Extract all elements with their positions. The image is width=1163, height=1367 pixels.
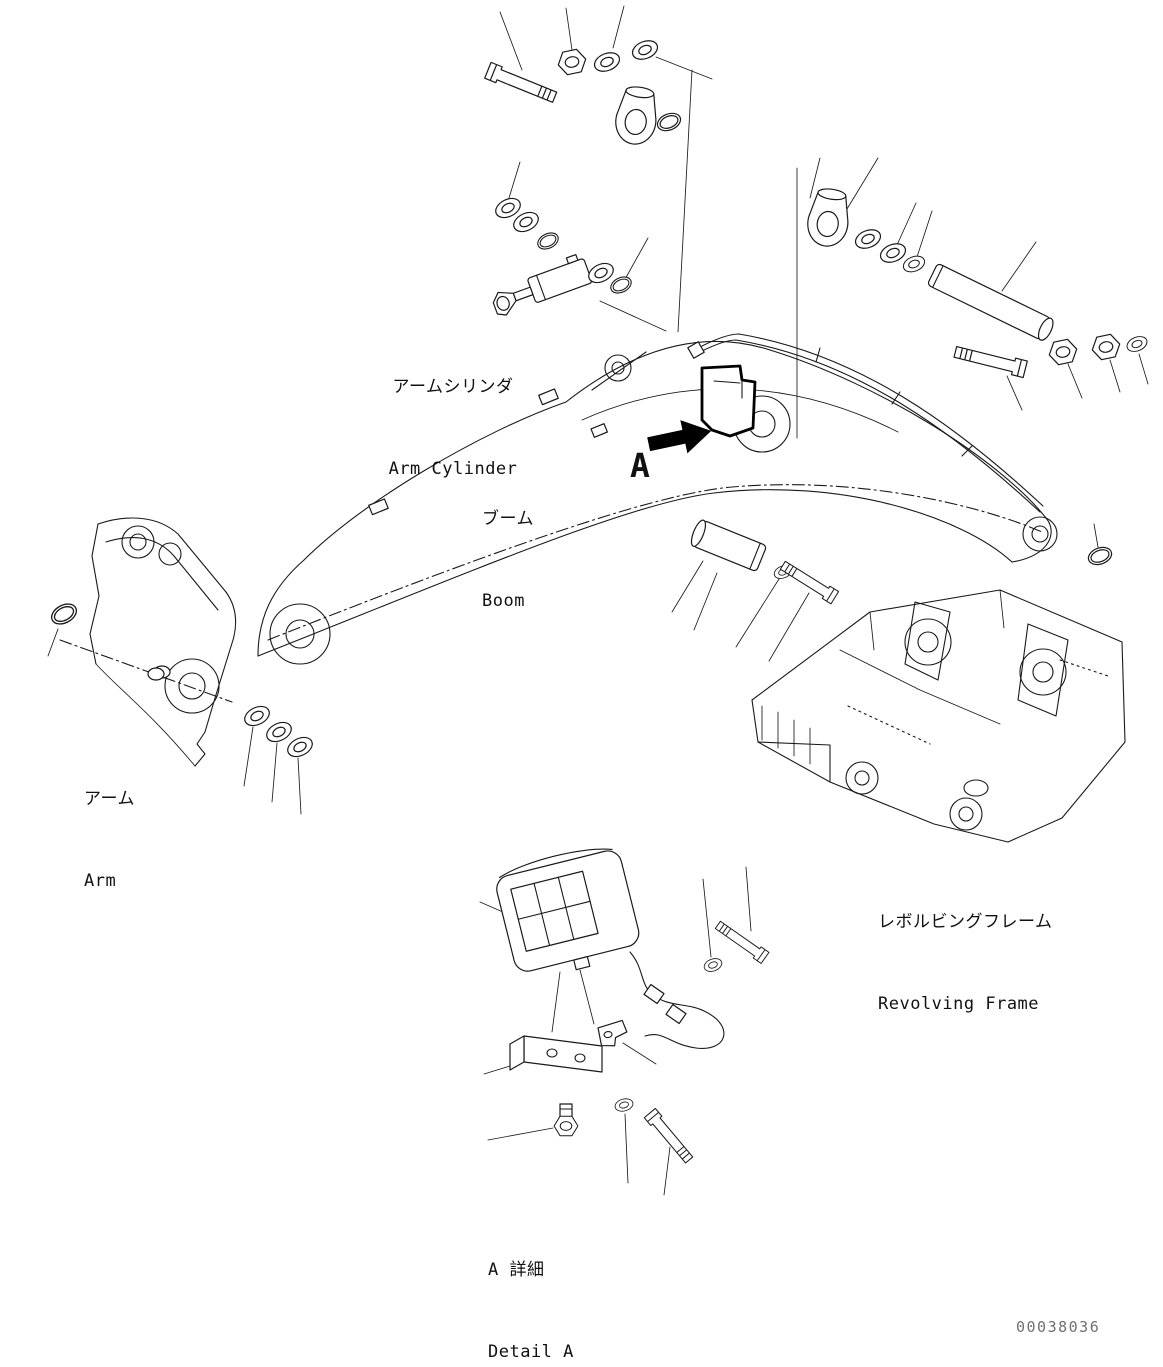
- label-boom: ブーム Boom: [482, 452, 534, 642]
- arm-outline: [59, 517, 237, 767]
- hydraulic-hose: [687, 333, 1044, 513]
- label-arm-en: Arm: [84, 870, 117, 891]
- label-arm-jp: アーム: [84, 789, 135, 810]
- washer: [701, 955, 725, 975]
- label-boom-jp: ブーム: [482, 509, 534, 530]
- o-ring: [47, 599, 81, 629]
- label-boom-en: Boom: [482, 590, 525, 611]
- revolving-frame-outline: [751, 589, 1126, 843]
- bushing-link: [612, 83, 661, 148]
- boom-outline: [257, 340, 1058, 665]
- wire-clamp: [597, 1019, 628, 1047]
- label-revolving-frame-jp: レボルビングフレーム: [878, 912, 1053, 933]
- label-arm-cylinder-jp: アームシリンダ: [392, 377, 514, 398]
- pin-long: [927, 263, 1054, 341]
- washer: [283, 733, 317, 761]
- arm-cylinder-cluster: [491, 194, 635, 316]
- washer: [900, 252, 928, 276]
- label-revolving-frame: レボルビングフレーム Revolving Frame: [878, 855, 1053, 1045]
- arm-cylinder-part: [492, 253, 593, 316]
- nut: [1089, 332, 1123, 362]
- bolt: [643, 1107, 696, 1166]
- detail-arrow-icon: [647, 420, 712, 454]
- wire-connector: [665, 1003, 687, 1025]
- detail-a-assembly: [496, 848, 770, 1166]
- label-arm-cylinder: アームシリンダ Arm Cylinder: [383, 320, 523, 510]
- label-arm-cylinder-en: Arm Cylinder: [388, 458, 518, 479]
- drawing-number: 00038036: [1016, 1318, 1101, 1336]
- washer: [852, 225, 884, 253]
- washer: [591, 48, 623, 76]
- stud-and-nut: [553, 1103, 579, 1137]
- center-pin-cluster: [690, 519, 840, 605]
- label-revolving-frame-en: Revolving Frame: [878, 993, 1040, 1014]
- bolt: [952, 343, 1028, 379]
- bolt: [778, 558, 840, 605]
- bushing-link: [804, 185, 853, 250]
- lamp-wire: [629, 951, 725, 1049]
- detail-a-marker: A: [630, 446, 650, 485]
- washer: [262, 718, 296, 746]
- label-detail-a-jp: A 詳細: [488, 1260, 545, 1281]
- nut: [555, 47, 589, 77]
- label-detail-a: A 詳細 Detail A: [488, 1203, 574, 1367]
- o-ring: [1085, 543, 1115, 569]
- label-arm: アーム Arm: [84, 732, 135, 922]
- washer: [629, 36, 661, 64]
- boom-holder-bracket: [700, 364, 757, 438]
- boom-foot-pin-cluster: [804, 185, 1150, 379]
- lamp-stem-lines: [551, 969, 595, 1033]
- bolt: [713, 918, 770, 964]
- washer: [613, 1096, 635, 1114]
- washer: [1124, 333, 1150, 355]
- label-detail-a-en: Detail A: [488, 1341, 574, 1362]
- work-lamp: [496, 848, 640, 972]
- o-ring: [607, 273, 635, 297]
- top-left-fastener-cluster: [484, 36, 684, 148]
- lamp-bracket: [509, 1035, 603, 1073]
- washer: [240, 702, 274, 730]
- nut: [1046, 337, 1080, 367]
- washer: [877, 239, 909, 267]
- wire-connector: [643, 983, 665, 1005]
- pin-boom-foot: [690, 519, 767, 572]
- o-ring: [654, 109, 684, 135]
- leader-lines: [47, 5, 1149, 1196]
- o-ring: [534, 229, 562, 253]
